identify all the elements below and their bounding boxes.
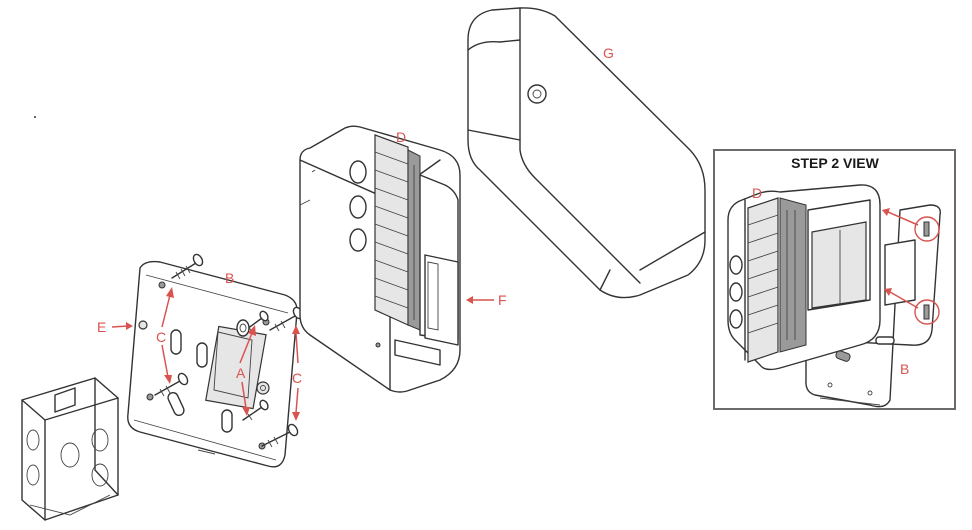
mounting-plate bbox=[127, 260, 298, 468]
label-c-left: C bbox=[156, 329, 166, 345]
arrow-c-left-down bbox=[161, 344, 172, 384]
anchor-plug bbox=[236, 319, 250, 337]
screw-top-left bbox=[171, 253, 204, 280]
label-a: A bbox=[236, 365, 246, 381]
label-b: B bbox=[225, 270, 234, 286]
inset-title: STEP 2 VIEW bbox=[791, 155, 879, 171]
screw-center-lower bbox=[242, 399, 269, 421]
latch-circle-bottom bbox=[914, 299, 940, 325]
step-2-inset: STEP 2 VIEW D B bbox=[713, 149, 956, 410]
label-f: F bbox=[498, 292, 507, 308]
stray-dot bbox=[34, 116, 36, 118]
arrow-e bbox=[111, 322, 133, 330]
label-e: E bbox=[97, 319, 106, 335]
arrow-c-left-up bbox=[161, 287, 174, 328]
controller-body bbox=[299, 125, 461, 393]
inset-label-d: D bbox=[752, 185, 762, 201]
label-d: D bbox=[396, 129, 406, 145]
arrow-f bbox=[466, 296, 494, 304]
inset-label-b: B bbox=[900, 361, 909, 377]
cover bbox=[467, 7, 706, 299]
arrow-a-down bbox=[241, 381, 250, 416]
label-c-right: C bbox=[292, 370, 302, 386]
arrow-c-right-down bbox=[292, 387, 300, 421]
latch-circle-top bbox=[914, 216, 940, 242]
arrow-c-right-up bbox=[292, 325, 300, 364]
label-g: G bbox=[603, 45, 614, 61]
junction-box bbox=[21, 377, 119, 521]
arrow-a-up bbox=[239, 325, 256, 364]
screw-bottom-left bbox=[154, 372, 189, 397]
screw-bottom-right bbox=[261, 423, 299, 448]
